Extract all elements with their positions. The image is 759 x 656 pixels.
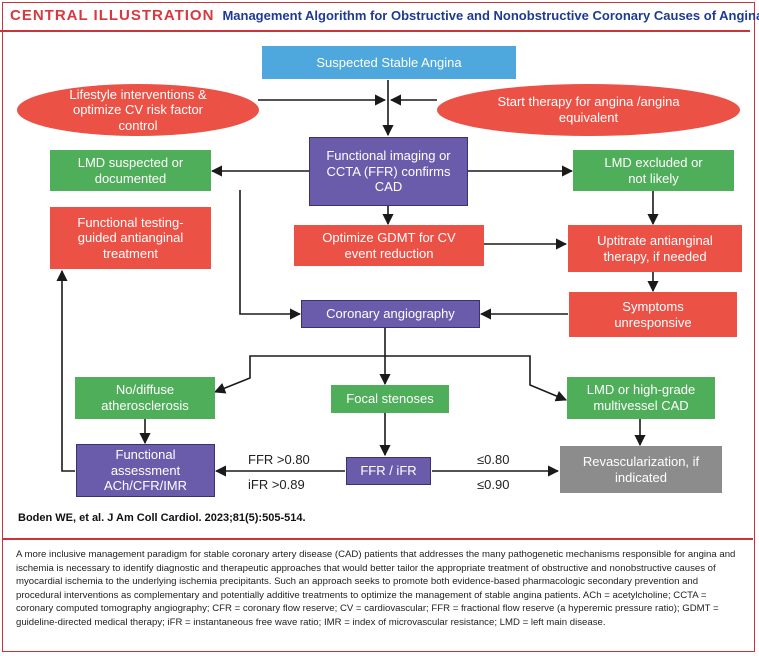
node-uptitrate: Uptitrate antianginal therapy, if needed <box>568 225 742 272</box>
node-functional-testing: Functional testing-guided antianginal tr… <box>50 207 211 269</box>
node-functional-imaging: Functional imaging or CCTA (FFR) confirm… <box>309 137 468 206</box>
citation-rule <box>2 538 753 540</box>
node-ffr-ifr: FFR / iFR <box>346 457 431 485</box>
flow-connectors <box>56 80 659 477</box>
edge-label-ifr-gt: iFR >0.89 <box>248 477 305 492</box>
node-revascularization: Revascularization, if indicated <box>560 446 722 493</box>
header-title: Management Algorithm for Obstructive and… <box>222 7 759 23</box>
citation: Boden WE, et al. J Am Coll Cardiol. 2023… <box>18 512 306 524</box>
node-symptoms-unresponsive: Symptoms unresponsive <box>569 292 737 337</box>
header-label: CENTRAL ILLUSTRATION <box>10 6 215 24</box>
node-coronary-angiography: Coronary angiography <box>301 300 480 328</box>
node-start-therapy: Start therapy for angina /angina equival… <box>437 84 740 136</box>
arrow-angiography-to-lmd-highgrade <box>385 355 568 402</box>
arrow-lmd-suspected-to-angiography <box>239 190 302 320</box>
node-suspected-stable-angina: Suspected Stable Angina <box>262 46 516 79</box>
node-lmd-excluded: LMD excluded or not likely <box>573 150 734 191</box>
header-rule <box>0 30 750 32</box>
node-lmd-suspected: LMD suspected or documented <box>50 150 211 191</box>
node-lifestyle-interventions: Lifestyle interventions & optimize CV ri… <box>17 84 259 136</box>
edge-label-ifr-le: ≤0.90 <box>477 477 510 492</box>
node-focal-stenoses: Focal stenoses <box>331 385 449 413</box>
edge-label-ffr-gt: FFR >0.80 <box>248 452 310 467</box>
node-lmd-highgrade: LMD or high-grade multivessel CAD <box>567 377 715 419</box>
node-optimize-gdmt: Optimize GDMT for CV event reduction <box>294 225 484 266</box>
node-functional-assessment: Functional assessment ACh/CFR/IMR <box>76 444 215 497</box>
header: CENTRAL ILLUSTRATION Management Algorith… <box>0 0 759 30</box>
arrow-angiography-to-no-diffuse <box>213 355 385 394</box>
figure-caption: A more inclusive management paradigm for… <box>16 549 736 629</box>
edge-label-ffr-le: ≤0.80 <box>477 452 510 467</box>
node-no-diffuse: No/diffuse atherosclerosis <box>75 377 215 419</box>
arrow-assessment-to-functional-testing <box>56 269 75 472</box>
